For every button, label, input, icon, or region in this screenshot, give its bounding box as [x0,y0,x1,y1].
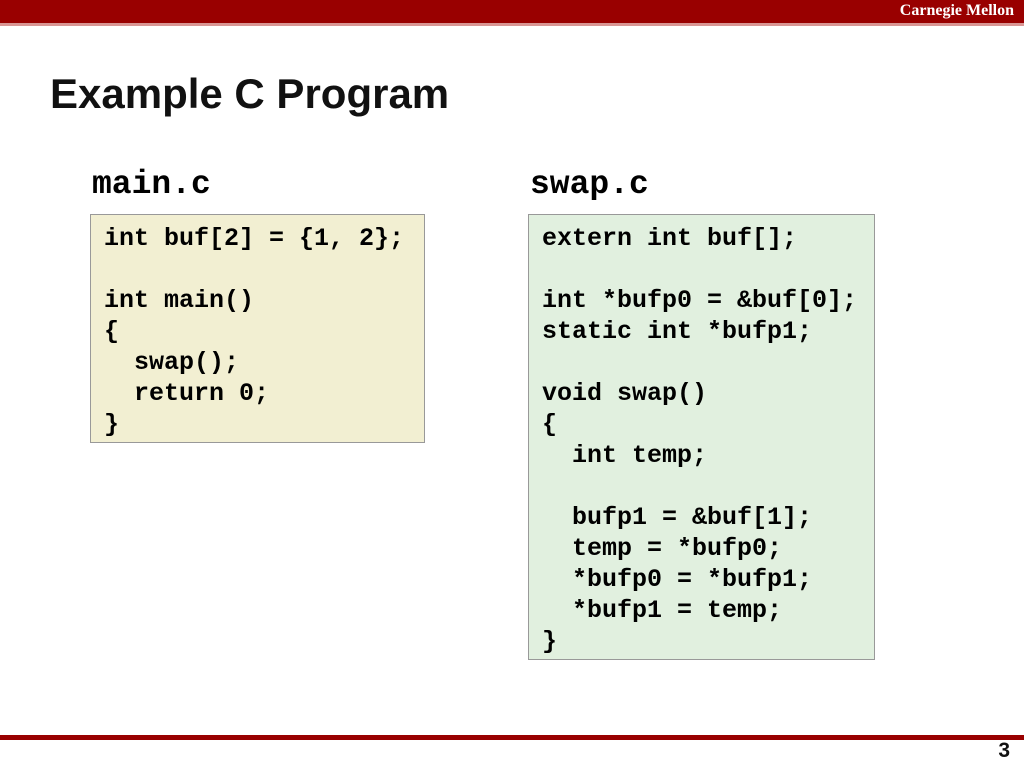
top-banner-underline [0,23,1024,26]
page-number: 3 [998,739,1010,762]
slide-title: Example C Program [50,70,450,117]
code-box-swap-c: extern int buf[]; int *bufp0 = &buf[0]; … [528,214,875,660]
code-box-main-c: int buf[2] = {1, 2}; int main() { swap()… [90,214,425,443]
brand-wordmark: Carnegie Mellon [899,2,1014,19]
top-banner: Carnegie Mellon [0,0,1024,23]
footer-rule [0,735,1024,740]
filename-label-swap-c: swap.c [530,166,649,203]
filename-label-main-c: main.c [92,166,211,203]
